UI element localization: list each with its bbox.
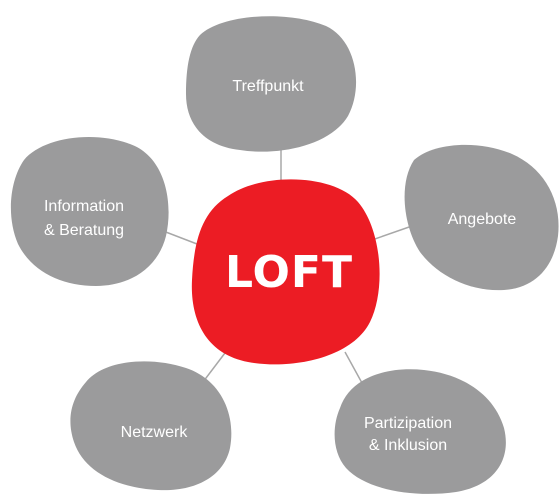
node-treffpunkt: Treffpunkt (186, 16, 357, 152)
node-blob (10, 137, 169, 286)
node-information: Information & Beratung (10, 137, 169, 286)
connector-partizipation (344, 351, 363, 384)
node-label-information-line1: Information (44, 198, 124, 215)
node-blob (334, 369, 506, 494)
node-label-information-line2: & Beratung (44, 222, 124, 239)
loft-logo-text: LOFT (225, 247, 353, 298)
node-angebote: Angebote (404, 144, 559, 291)
node-blob (70, 361, 232, 491)
connector-netzwerk (202, 348, 229, 383)
node-blob (186, 16, 357, 152)
center-node: LOFT (191, 179, 380, 365)
node-partizipation: Partizipation & Inklusion (334, 369, 506, 494)
node-label-treffpunkt: Treffpunkt (232, 78, 304, 95)
center-blob (191, 179, 380, 365)
connector-angebote (371, 225, 413, 241)
node-blob (404, 144, 559, 291)
node-label-partizipation-line1: Partizipation (364, 415, 452, 432)
node-label-angebote: Angebote (448, 211, 517, 228)
node-netzwerk: Netzwerk (70, 361, 232, 491)
node-label-netzwerk: Netzwerk (121, 424, 189, 441)
node-label-partizipation-line2: & Inklusion (369, 437, 447, 454)
